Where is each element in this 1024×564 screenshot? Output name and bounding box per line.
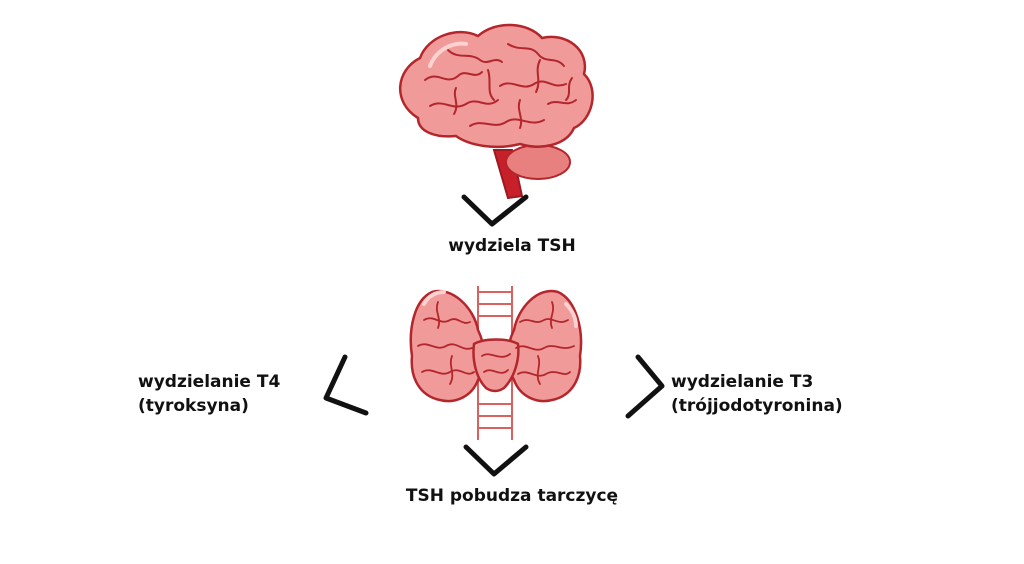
t4-label-line2: (tyroksyna): [138, 396, 249, 416]
t3-secretion-label: wydzielanie T3 (trójjodotyronina): [671, 370, 843, 418]
thyroid-icon: [409, 286, 583, 440]
t4-secretion-label: wydzielanie T4 (tyroksyna): [138, 370, 280, 418]
tsh-secretion-label: wydziela TSH: [448, 236, 576, 256]
t3-label-line2: (trójjodotyronina): [671, 396, 843, 416]
brain-icon: [399, 23, 594, 200]
chevron-arrow-icon: [463, 444, 529, 477]
chevron-arrow-icon: [461, 194, 529, 227]
t4-label-line1: wydzielanie T4: [138, 372, 281, 392]
chevron-arrow-icon: [625, 354, 665, 419]
chevron-arrow-icon: [323, 354, 369, 416]
tsh-stimulates-thyroid-label: TSH pobudza tarczycę: [405, 486, 619, 506]
t3-label-line1: wydzielanie T3: [671, 372, 814, 392]
